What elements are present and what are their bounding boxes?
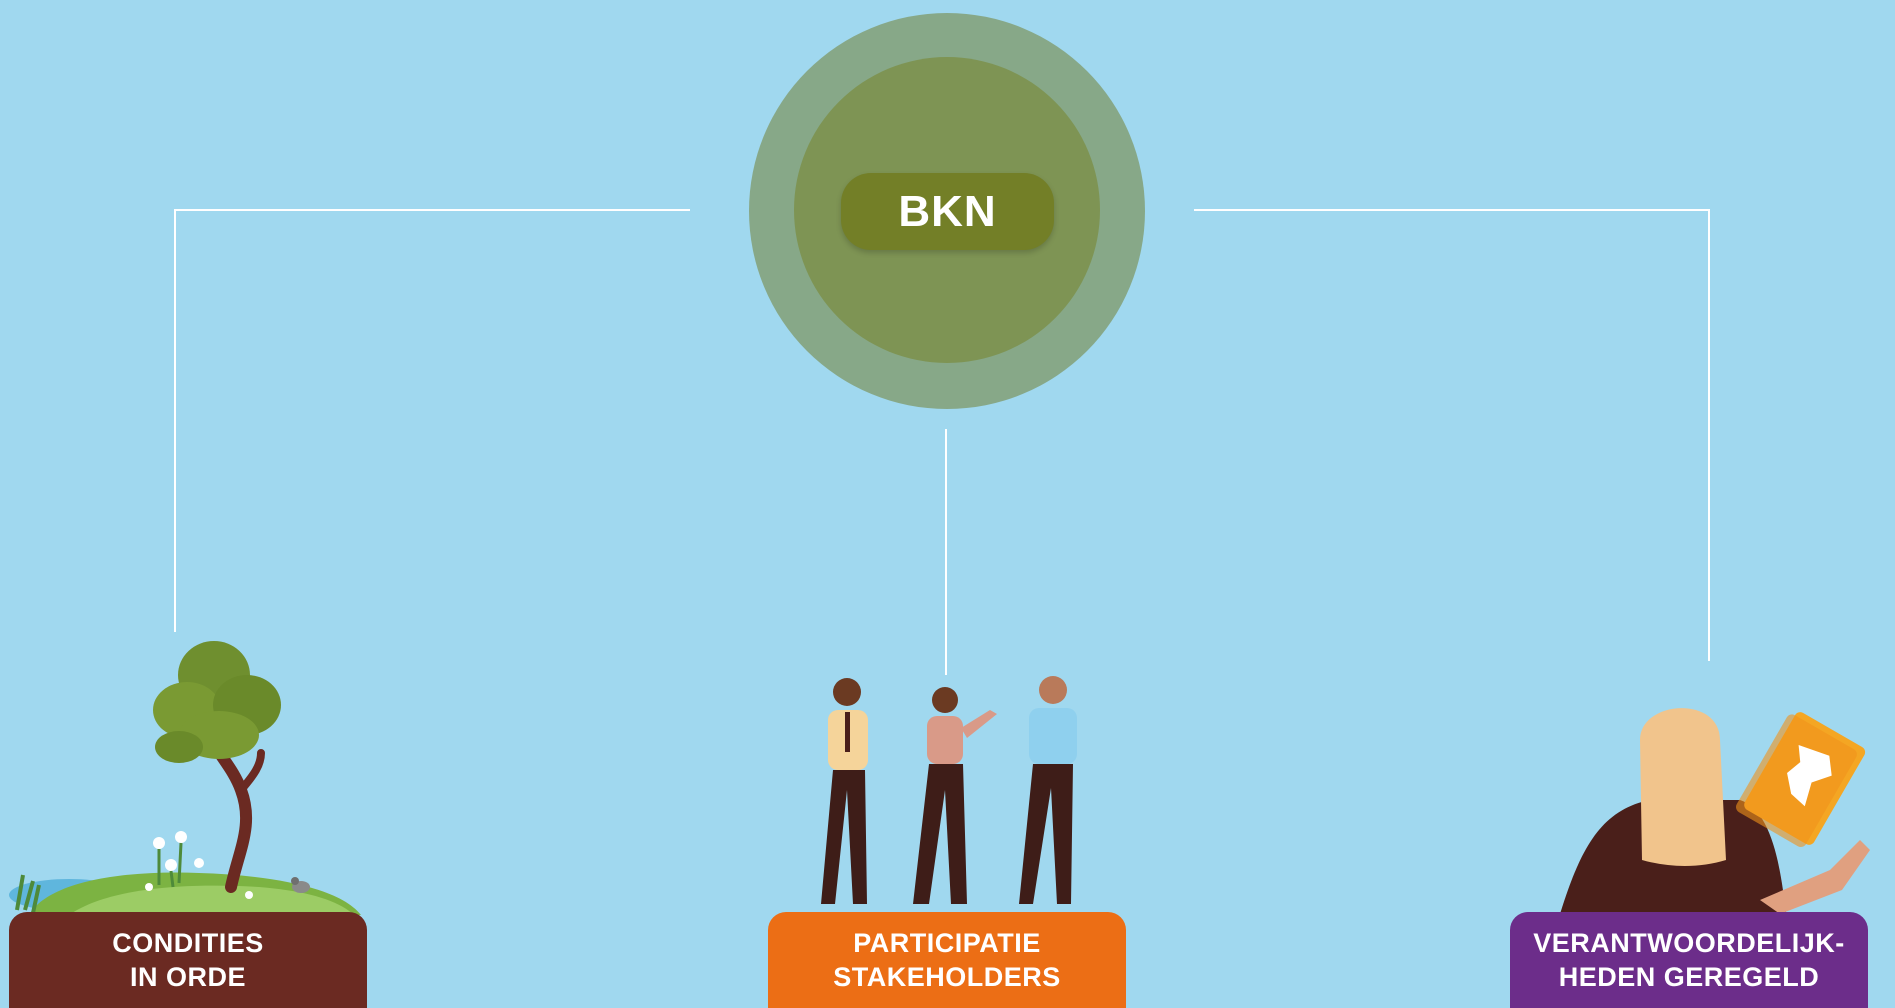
node-condities-in-orde: CONDITIES IN ORDE [9,912,367,1008]
node-label-line2: STAKEHOLDERS [833,962,1061,992]
node-label-line1: PARTICIPATIE [853,928,1041,958]
people-group-icon [821,676,1077,904]
connector-left-horizontal [174,209,690,211]
node-verantwoordelijkheden-geregeld: VERANTWOORDELIJK- HEDEN GEREGELD [1510,912,1868,1008]
node-label-line1: CONDITIES [112,928,264,958]
tree-landscape-icon [9,641,361,915]
node-participatie-stakeholders: PARTICIPATIE STAKEHOLDERS [768,912,1126,1008]
node-label-line2: HEDEN GEREGELD [1558,962,1820,992]
connector-right-horizontal [1194,209,1710,211]
connector-right-vertical [1708,209,1710,661]
node-label-line1: VERANTWOORDELIJK- [1533,928,1845,958]
connector-center-vertical [945,429,947,675]
woman-with-document-icon [1560,708,1870,914]
hub-label: BKN [841,173,1054,250]
node-label-line2: IN ORDE [129,962,246,992]
connector-left-vertical [174,209,176,632]
